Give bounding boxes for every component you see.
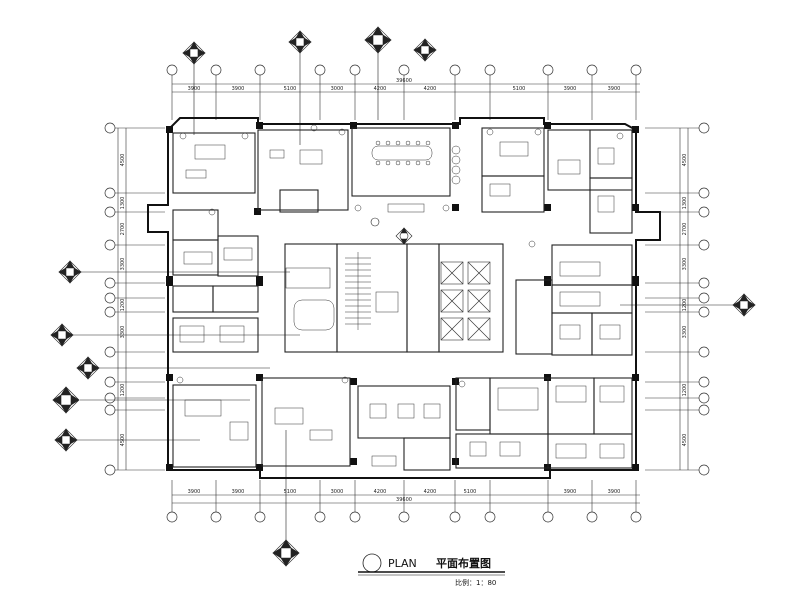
elevator-shafts: [440, 261, 491, 341]
dim-left-4: 3300: [120, 258, 126, 271]
dim-top-2: 3900: [232, 86, 245, 92]
dim-top-9: 3900: [608, 86, 621, 92]
furniture: [176, 124, 625, 467]
dim-bottom-2: 3900: [232, 489, 245, 495]
dim-right-7: 1200: [682, 384, 688, 397]
structural-columns: [166, 122, 639, 471]
left-axis-bubbles: [104, 122, 116, 476]
elevation-marker-icon: [364, 26, 392, 54]
dim-left-5: 1200: [120, 299, 126, 312]
dim-right-4: 3300: [682, 258, 688, 271]
bottom-axis-bubbles: [166, 511, 642, 523]
dim-bottom-6: 4200: [424, 489, 437, 495]
dim-right-6: 3300: [682, 326, 688, 339]
interior-walls: [172, 127, 633, 471]
top-dimension-chain: [171, 74, 640, 120]
section-marker-icon: [395, 227, 413, 245]
dim-left-2: 1300: [120, 197, 126, 210]
dim-right-2: 1300: [682, 197, 688, 210]
right-dimension-labels: 4500 1300 2700 3300 1200 3300 1200 4500: [682, 154, 688, 447]
dim-top-5: 4200: [374, 86, 387, 92]
stairwell: [345, 252, 399, 330]
title-bubble-icon: [362, 553, 382, 573]
bottom-dimension-chain: [171, 480, 640, 512]
dim-bottom-9: 3900: [608, 489, 621, 495]
elevation-marker-icon: [50, 323, 74, 347]
elevation-marker-icon: [52, 386, 80, 414]
dim-left-7: 1200: [120, 384, 126, 397]
dim-left-1: 4500: [120, 154, 126, 167]
elevation-marker-icon: [182, 41, 206, 65]
left-dimension-chain: [110, 127, 165, 471]
dim-top-total: 39600: [396, 78, 412, 84]
dim-left-3: 2700: [120, 223, 126, 236]
elevation-marker-icon: [413, 38, 437, 62]
dim-left-6: 3300: [120, 326, 126, 339]
elevation-marker-icon: [288, 30, 312, 54]
exterior-walls: [147, 117, 661, 479]
left-dimension-labels: 4500 1300 2700 3300 1200 3300 1200 4500: [120, 154, 126, 447]
dim-bottom-1: 3900: [188, 489, 201, 495]
dim-bottom-4: 3000: [331, 489, 344, 495]
elevation-markers: [50, 26, 756, 567]
dim-bottom-7: 5100: [464, 489, 477, 495]
dim-right-1: 4500: [682, 154, 688, 167]
elevation-marker-icon: [732, 293, 756, 317]
dim-bottom-3: 5100: [284, 489, 297, 495]
elevation-marker-icon: [272, 539, 300, 567]
title-block: PLAN 平面布置图 比例：1：80: [358, 553, 505, 587]
dim-right-8: 4500: [682, 434, 688, 447]
dim-top-6: 4200: [424, 86, 437, 92]
dim-right-3: 2700: [682, 223, 688, 236]
top-axis-bubbles: [166, 64, 642, 76]
plan-title-en: PLAN: [388, 557, 417, 570]
dim-top-8: 3900: [564, 86, 577, 92]
plan-scale: 比例：1：80: [455, 578, 496, 587]
dim-bottom-5: 4200: [374, 489, 387, 495]
elevation-marker-icon: [58, 260, 82, 284]
dim-top-7: 5100: [513, 86, 526, 92]
elevation-marker-icon: [54, 428, 78, 452]
dim-top-4: 3000: [331, 86, 344, 92]
right-axis-bubbles: [698, 122, 710, 476]
dim-bottom-8: 3900: [564, 489, 577, 495]
elevation-marker-icon: [76, 356, 100, 380]
dim-bottom-total: 39600: [396, 497, 412, 503]
section-marker-icon: [370, 217, 380, 227]
plan-title-cn: 平面布置图: [436, 556, 491, 570]
right-dimension-chain: [645, 127, 700, 471]
bottom-dimension-labels: 3900 3900 5100 3000 4200 4200 5100 3900 …: [188, 489, 621, 503]
dim-top-3: 5100: [284, 86, 297, 92]
